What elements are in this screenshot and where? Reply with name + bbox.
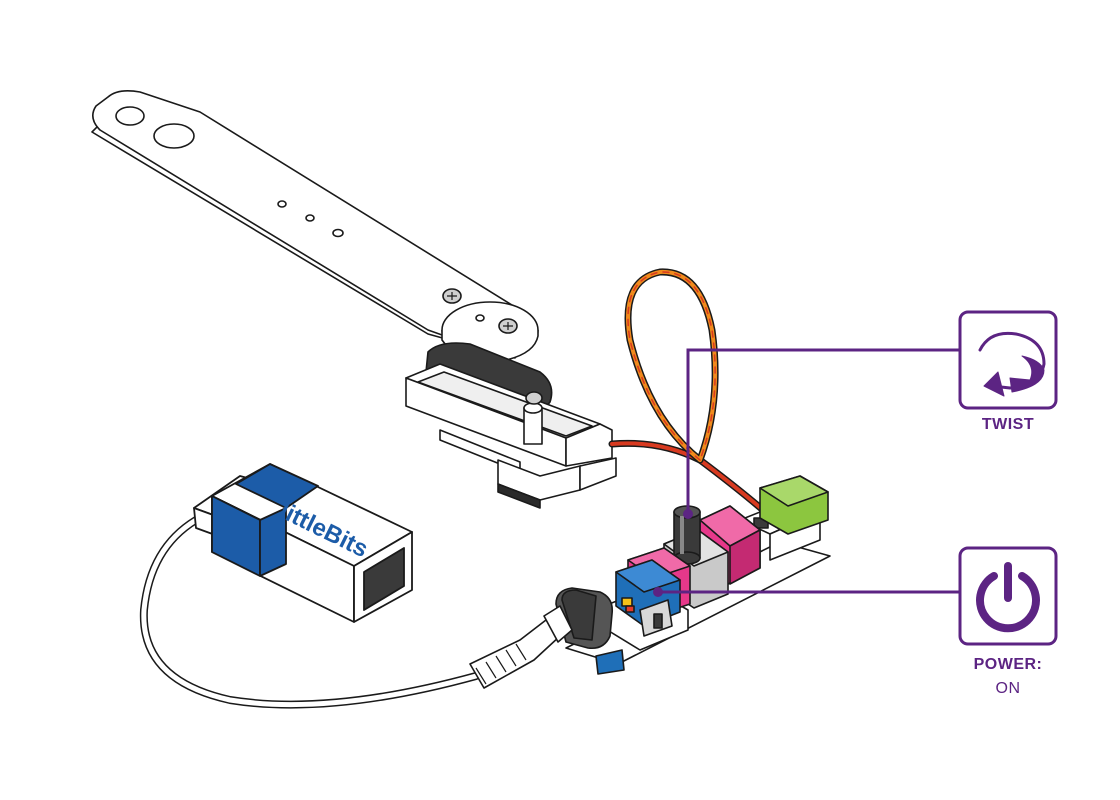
rotate-arrow-icon bbox=[978, 331, 1046, 397]
twist-callout-dot bbox=[683, 509, 693, 519]
power-bit bbox=[555, 547, 691, 651]
servo-motor bbox=[405, 342, 617, 509]
servo-cable bbox=[608, 268, 774, 520]
power-label: POWER: bbox=[973, 656, 1043, 673]
twist-label: TWIST bbox=[981, 416, 1035, 433]
power-icon-box bbox=[958, 546, 1058, 646]
twist-icon-box bbox=[958, 310, 1058, 410]
power-icon bbox=[976, 562, 1040, 633]
power-state-label: ON bbox=[995, 680, 1021, 697]
battery bbox=[193, 463, 413, 623]
cable-plug bbox=[469, 605, 573, 689]
power-callout-dot bbox=[653, 587, 663, 597]
callout-lines bbox=[658, 348, 960, 594]
servo-arm bbox=[91, 90, 539, 364]
battery-cable bbox=[139, 516, 480, 709]
servo-bit bbox=[739, 475, 829, 561]
twist-callout-line bbox=[686, 348, 960, 514]
